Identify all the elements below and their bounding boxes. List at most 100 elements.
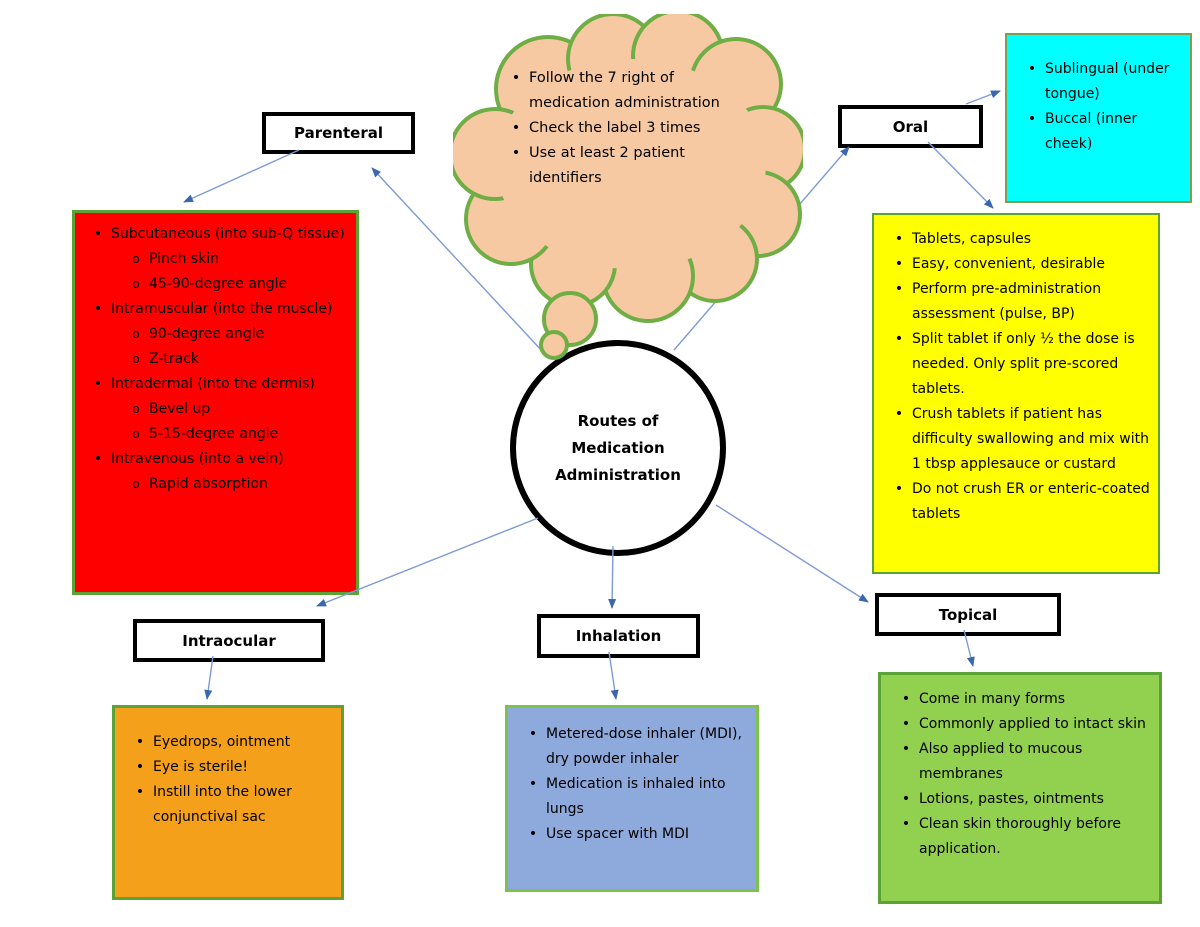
bullet-icon: • [528, 826, 538, 842]
bullet-icon: • [511, 70, 521, 86]
branch-label-inhalation: Inhalation [537, 614, 700, 658]
list-item: • Perform pre-administration assessment (… [886, 277, 1154, 327]
bullet-icon: • [135, 734, 145, 750]
sub-list-item-text: 90-degree angle [149, 326, 265, 342]
bullet-icon: • [901, 741, 911, 757]
inhalation-details-box: • Metered-dose inhaler (MDI), dry powder … [505, 705, 759, 892]
list-item-text: Commonly applied to intact skin [919, 716, 1146, 732]
connector-intraocular-to-box [204, 655, 214, 700]
bullet-icon: • [511, 120, 521, 136]
list-item: • Intradermal (into the dermis) [85, 372, 350, 397]
central-topic-line: Administration [555, 465, 681, 484]
sub-list-item-text: Rapid absorption [149, 476, 268, 492]
bullet-icon: • [901, 691, 911, 707]
list-item: • Also applied to mucous membranes [893, 737, 1155, 787]
bullet-icon: • [135, 759, 145, 775]
connector-inhalation-to-box [608, 651, 619, 700]
list-item-text: Metered-dose inhaler (MDI), dry powder i… [546, 726, 742, 767]
sub-list-item-text: Pinch skin [149, 251, 220, 267]
list-item: • Commonly applied to intact skin [893, 712, 1155, 737]
bullet-icon: • [894, 281, 904, 297]
list-item: •Easy, convenient, desirable [886, 252, 1154, 277]
list-item-text: Buccal (inner cheek) [1045, 111, 1138, 152]
branch-label-oral: Oral [838, 105, 983, 148]
sub-list-item-text: Z-track [149, 351, 200, 367]
list-item-text: Split tablet if only ½ the dose is neede… [912, 331, 1135, 397]
bullet-icon: • [901, 791, 911, 807]
sub-bullet-icon: o [132, 327, 140, 341]
connector-center-to-topical [715, 504, 869, 603]
bullet-icon: • [894, 231, 904, 247]
list-item: • Follow the 7 right of medication admini… [503, 66, 723, 116]
sub-list-item: o 5-15-degree angle [123, 422, 350, 447]
sub-bullet-icon: o [132, 427, 140, 441]
bullet-icon: • [528, 776, 538, 792]
list-item: • Eyedrops, ointment [127, 730, 337, 755]
list-item: • Split tablet if only ½ the dose is need… [886, 327, 1154, 402]
sub-list-item-text: 5-15-degree angle [149, 426, 279, 442]
central-topic-line: Routes of [577, 411, 659, 430]
sub-bullet-icon: o [132, 352, 140, 366]
list-item-text: Intramuscular (into the muscle) [111, 301, 333, 317]
bullet-icon: • [511, 145, 521, 161]
list-item-text: Clean skin thoroughly before application… [919, 816, 1122, 857]
list-item: •Instill into the lower conjunctival sac [127, 780, 337, 830]
sub-list-item-text: 45-90-degree angle [149, 276, 288, 292]
list-item: • Do not crush ER or enteric-coated table… [886, 477, 1154, 527]
list-item: •Eye is sterile! [127, 755, 337, 780]
connector-parenteral-to-box [183, 149, 300, 203]
central-topic: Routes of Medication Administration [510, 340, 726, 556]
bullet-icon: • [894, 331, 904, 347]
sub-list-item: o Rapid absorption [123, 472, 350, 497]
list-item-text: Sublingual (under tongue) [1045, 61, 1170, 102]
list-item-text: Subcutaneous (into sub-Q tissue) [111, 226, 345, 242]
sub-list-item: o Z-track [123, 347, 350, 372]
list-item: •Intravenous (into a vein) [85, 447, 350, 472]
list-item: • Lotions, pastes, ointments [893, 787, 1155, 812]
list-item: • Check the label 3 times [503, 116, 723, 141]
cloud-checklist: • Follow the 7 right of medication admini… [503, 66, 723, 191]
list-item: • Medication is inhaled into lungs [520, 772, 752, 822]
list-item-text: Come in many forms [919, 691, 1066, 707]
branch-label-intraocular: Intraocular [133, 619, 325, 662]
branch-label-topical: Topical [875, 593, 1061, 636]
sub-bullet-icon: o [132, 477, 140, 491]
list-item-text: Lotions, pastes, ointments [919, 791, 1104, 807]
list-item-text: Use spacer with MDI [546, 826, 690, 842]
list-item: •Crush tablets if patient has difficulty… [886, 402, 1154, 477]
sub-bullet-icon: o [132, 402, 140, 416]
list-item: • Metered-dose inhaler (MDI), dry powder … [520, 722, 752, 772]
list-item-text: Follow the 7 right of medication adminis… [529, 70, 720, 111]
sub-list-item: o Bevel up [123, 397, 350, 422]
list-item-text: Use at least 2 patient identifiers [529, 145, 685, 186]
bullet-icon: • [93, 301, 103, 317]
sublingual-buccal-box: • Sublingual (under tongue) • Buccal (inner… [1005, 33, 1192, 203]
list-item-text: Do not crush ER or enteric-coated tablet… [912, 481, 1150, 522]
list-item-text: Perform pre-administration assessment (p… [912, 281, 1102, 322]
bullet-icon: • [901, 816, 911, 832]
list-item-text: Easy, convenient, desirable [912, 256, 1105, 272]
list-item: • Sublingual (under tongue) [1019, 57, 1186, 107]
topical-details-box: • Come in many forms • Commonly applied to … [878, 672, 1162, 904]
list-item-text: Also applied to mucous membranes [919, 741, 1083, 782]
bullet-icon: • [528, 726, 538, 742]
bullet-icon: • [894, 481, 904, 497]
bullet-icon: • [1027, 61, 1037, 77]
bullet-icon: • [93, 376, 103, 392]
list-item: •Subcutaneous (into sub-Q tissue) [85, 222, 350, 247]
sub-list-item: o 90-degree angle [123, 322, 350, 347]
bullet-icon: • [901, 716, 911, 732]
bullet-icon: • [1027, 111, 1037, 127]
cloud-tail-small-bubble [539, 330, 569, 360]
sub-list-item-text: Bevel up [149, 401, 211, 417]
list-item-text: Medication is inhaled into lungs [546, 776, 726, 817]
intraocular-details-box: • Eyedrops, ointment •Eye is sterile!•Inst… [112, 705, 344, 900]
list-item: • Come in many forms [893, 687, 1155, 712]
list-item-text: Eyedrops, ointment [153, 734, 291, 750]
list-item-text: Check the label 3 times [529, 120, 701, 136]
list-item-text: Intradermal (into the dermis) [111, 376, 315, 392]
list-item-text: Crush tablets if patient has difficulty … [912, 406, 1149, 472]
